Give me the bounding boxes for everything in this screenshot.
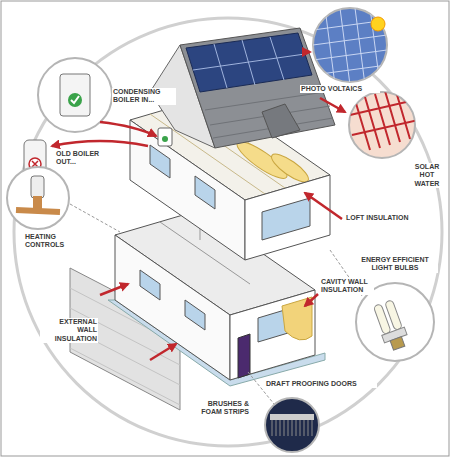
- callout-label: CAVITY WALL INSULATION: [320, 278, 374, 295]
- callout-label: HEATING CONTROLS: [24, 233, 78, 250]
- callout-label: BRUSHES & FOAM STRIPS: [196, 400, 250, 417]
- solar-hot-water-callout: [320, 88, 418, 158]
- photovoltaic-callout: [302, 8, 387, 85]
- callout-label: ENERGY EFFICIENT LIGHT BULBS: [352, 256, 438, 273]
- wall-arrow: [100, 284, 128, 295]
- callout-label: OLD BOILER OUT...: [55, 150, 109, 167]
- heating-controls-callout: [7, 167, 120, 232]
- callout-label: CONDENSING BOILER IN...: [112, 88, 176, 105]
- callout-label: EXTERNAL WALL INSULATION: [40, 318, 98, 343]
- callout-label: LOFT INSULATION: [345, 214, 427, 222]
- outer-ring: [14, 18, 442, 446]
- cavity-arrow: [305, 294, 318, 306]
- callout-label: SOLAR HOT WATER: [408, 163, 446, 188]
- loft-arrow: [305, 193, 342, 219]
- callout-label: DRAFT PROOFING DOORS: [265, 380, 377, 388]
- callout-label: PHOTO VOLTAICS: [300, 85, 380, 93]
- wall-arrow: [150, 344, 176, 360]
